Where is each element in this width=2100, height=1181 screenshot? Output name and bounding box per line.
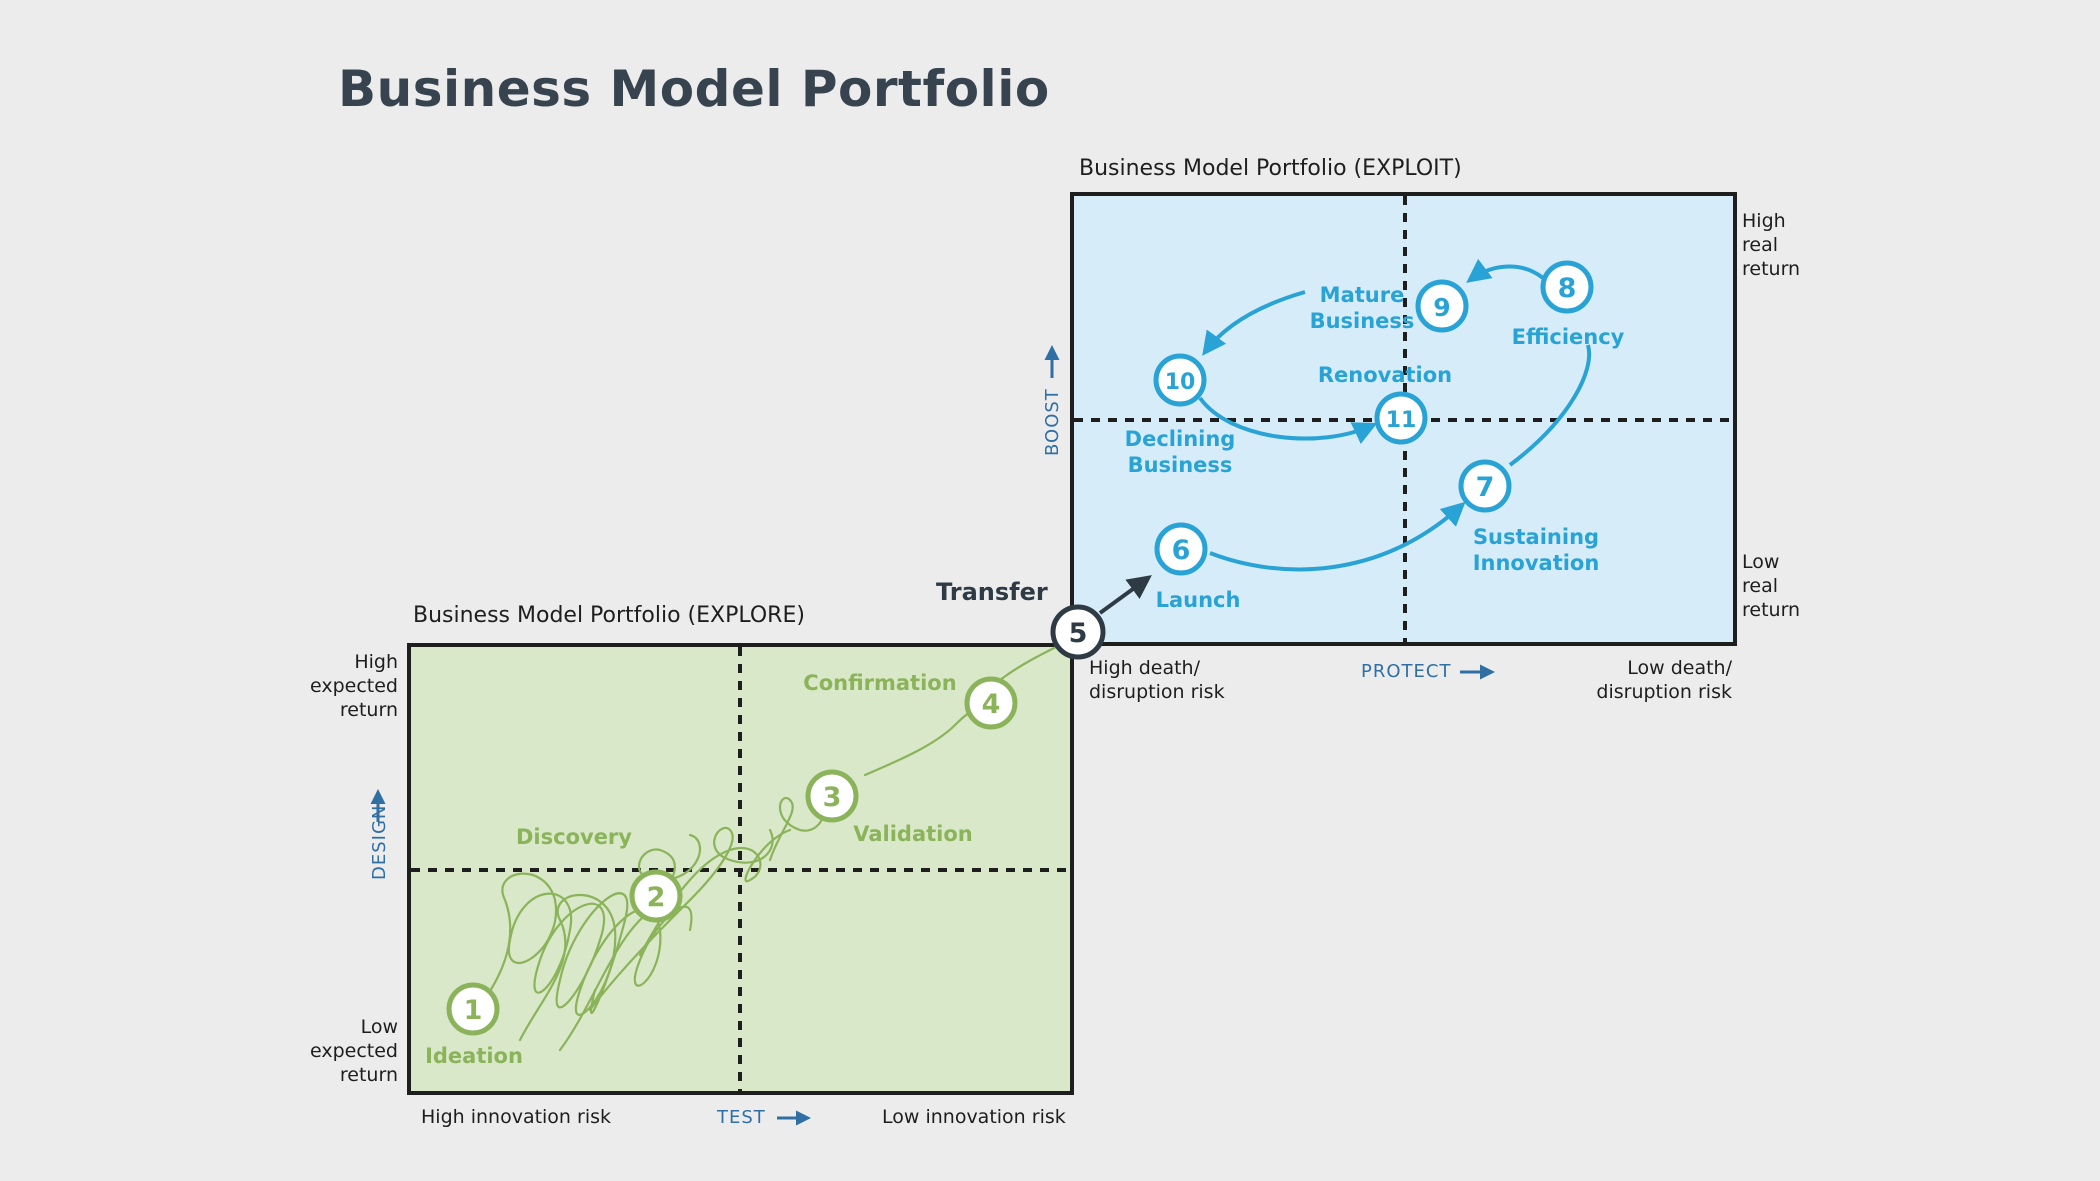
protect-axis-label: PROTECT [1361,661,1452,682]
explore-panel-title: Business Model Portfolio (EXPLORE) [413,603,805,628]
step-2-label: Discovery [516,825,632,849]
step-8-number: 8 [1558,273,1577,304]
step-9-marker: 9 [1415,279,1469,333]
step-9-number: 9 [1433,293,1450,322]
exploit-x-left-label: High death/disruption risk [1089,657,1225,703]
step-4-marker: 4 [964,676,1018,730]
arrow-7-to-8 [1508,344,1592,467]
step-11-marker: 11 [1374,391,1428,445]
arrow-9-to-10 [1202,290,1306,356]
explore-x-left-label: High innovation risk [421,1106,612,1128]
transfer-arrow [1098,575,1152,615]
step-8-marker: 8 [1540,260,1594,314]
test-axis-label: TEST [717,1107,766,1128]
arrow-6-to-7 [1209,501,1466,572]
step-7-marker: 7 [1458,459,1512,513]
step-1-label: Ideation [425,1044,523,1068]
step-9-label-line2: Business [1310,309,1415,333]
arrow-10-to-11 [1198,396,1378,445]
step-7-label-line2: Innovation [1473,551,1600,575]
step-7-number: 7 [1476,472,1495,503]
step-7-label-line1: Sustaining [1473,525,1599,549]
step-8-label: Efficiency [1512,325,1625,349]
step-4-number: 4 [982,689,1001,720]
step-6-number: 6 [1172,535,1191,566]
design-axis-label: DESIGN [369,805,390,880]
explore-x-right-label: Low innovation risk [882,1106,1066,1128]
step-3-label: Validation [853,822,973,846]
page-title: Business Model Portfolio [338,60,1050,118]
step-10-number: 10 [1165,370,1196,395]
step-circles: 1 2 3 4 5 6 7 [446,260,1594,1036]
step-10-label-line2: Business [1128,453,1233,477]
step-6-marker: 6 [1154,522,1208,576]
exploit-panel-title: Business Model Portfolio (EXPLOIT) [1079,156,1462,181]
step-5-number: 5 [1069,618,1088,649]
step-6-label: Launch [1156,588,1241,612]
exploit-flow-arrows [1198,258,1592,572]
step-5-marker: 5 [1050,604,1106,660]
step-11-number: 11 [1386,408,1417,433]
step-11-label: Renovation [1318,363,1452,387]
step-10-label-line1: Declining [1125,427,1236,451]
boost-axis-label: BOOST [1042,388,1063,456]
step-3-marker: 3 [805,769,859,823]
step-4-label: Confirmation [803,671,956,695]
step-9-label-line1: Mature [1320,283,1405,307]
step-2-marker: 2 [629,869,683,923]
step-10-marker: 10 [1153,353,1207,407]
exploit-x-right-label: Low death/disruption risk [1596,657,1732,703]
step-2-number: 2 [647,882,666,913]
transfer-label: Transfer [936,578,1048,606]
step-3-number: 3 [823,782,842,813]
step-1-number: 1 [464,995,483,1026]
arrow-8-to-9 [1466,258,1545,283]
step-1-marker: 1 [446,982,500,1036]
